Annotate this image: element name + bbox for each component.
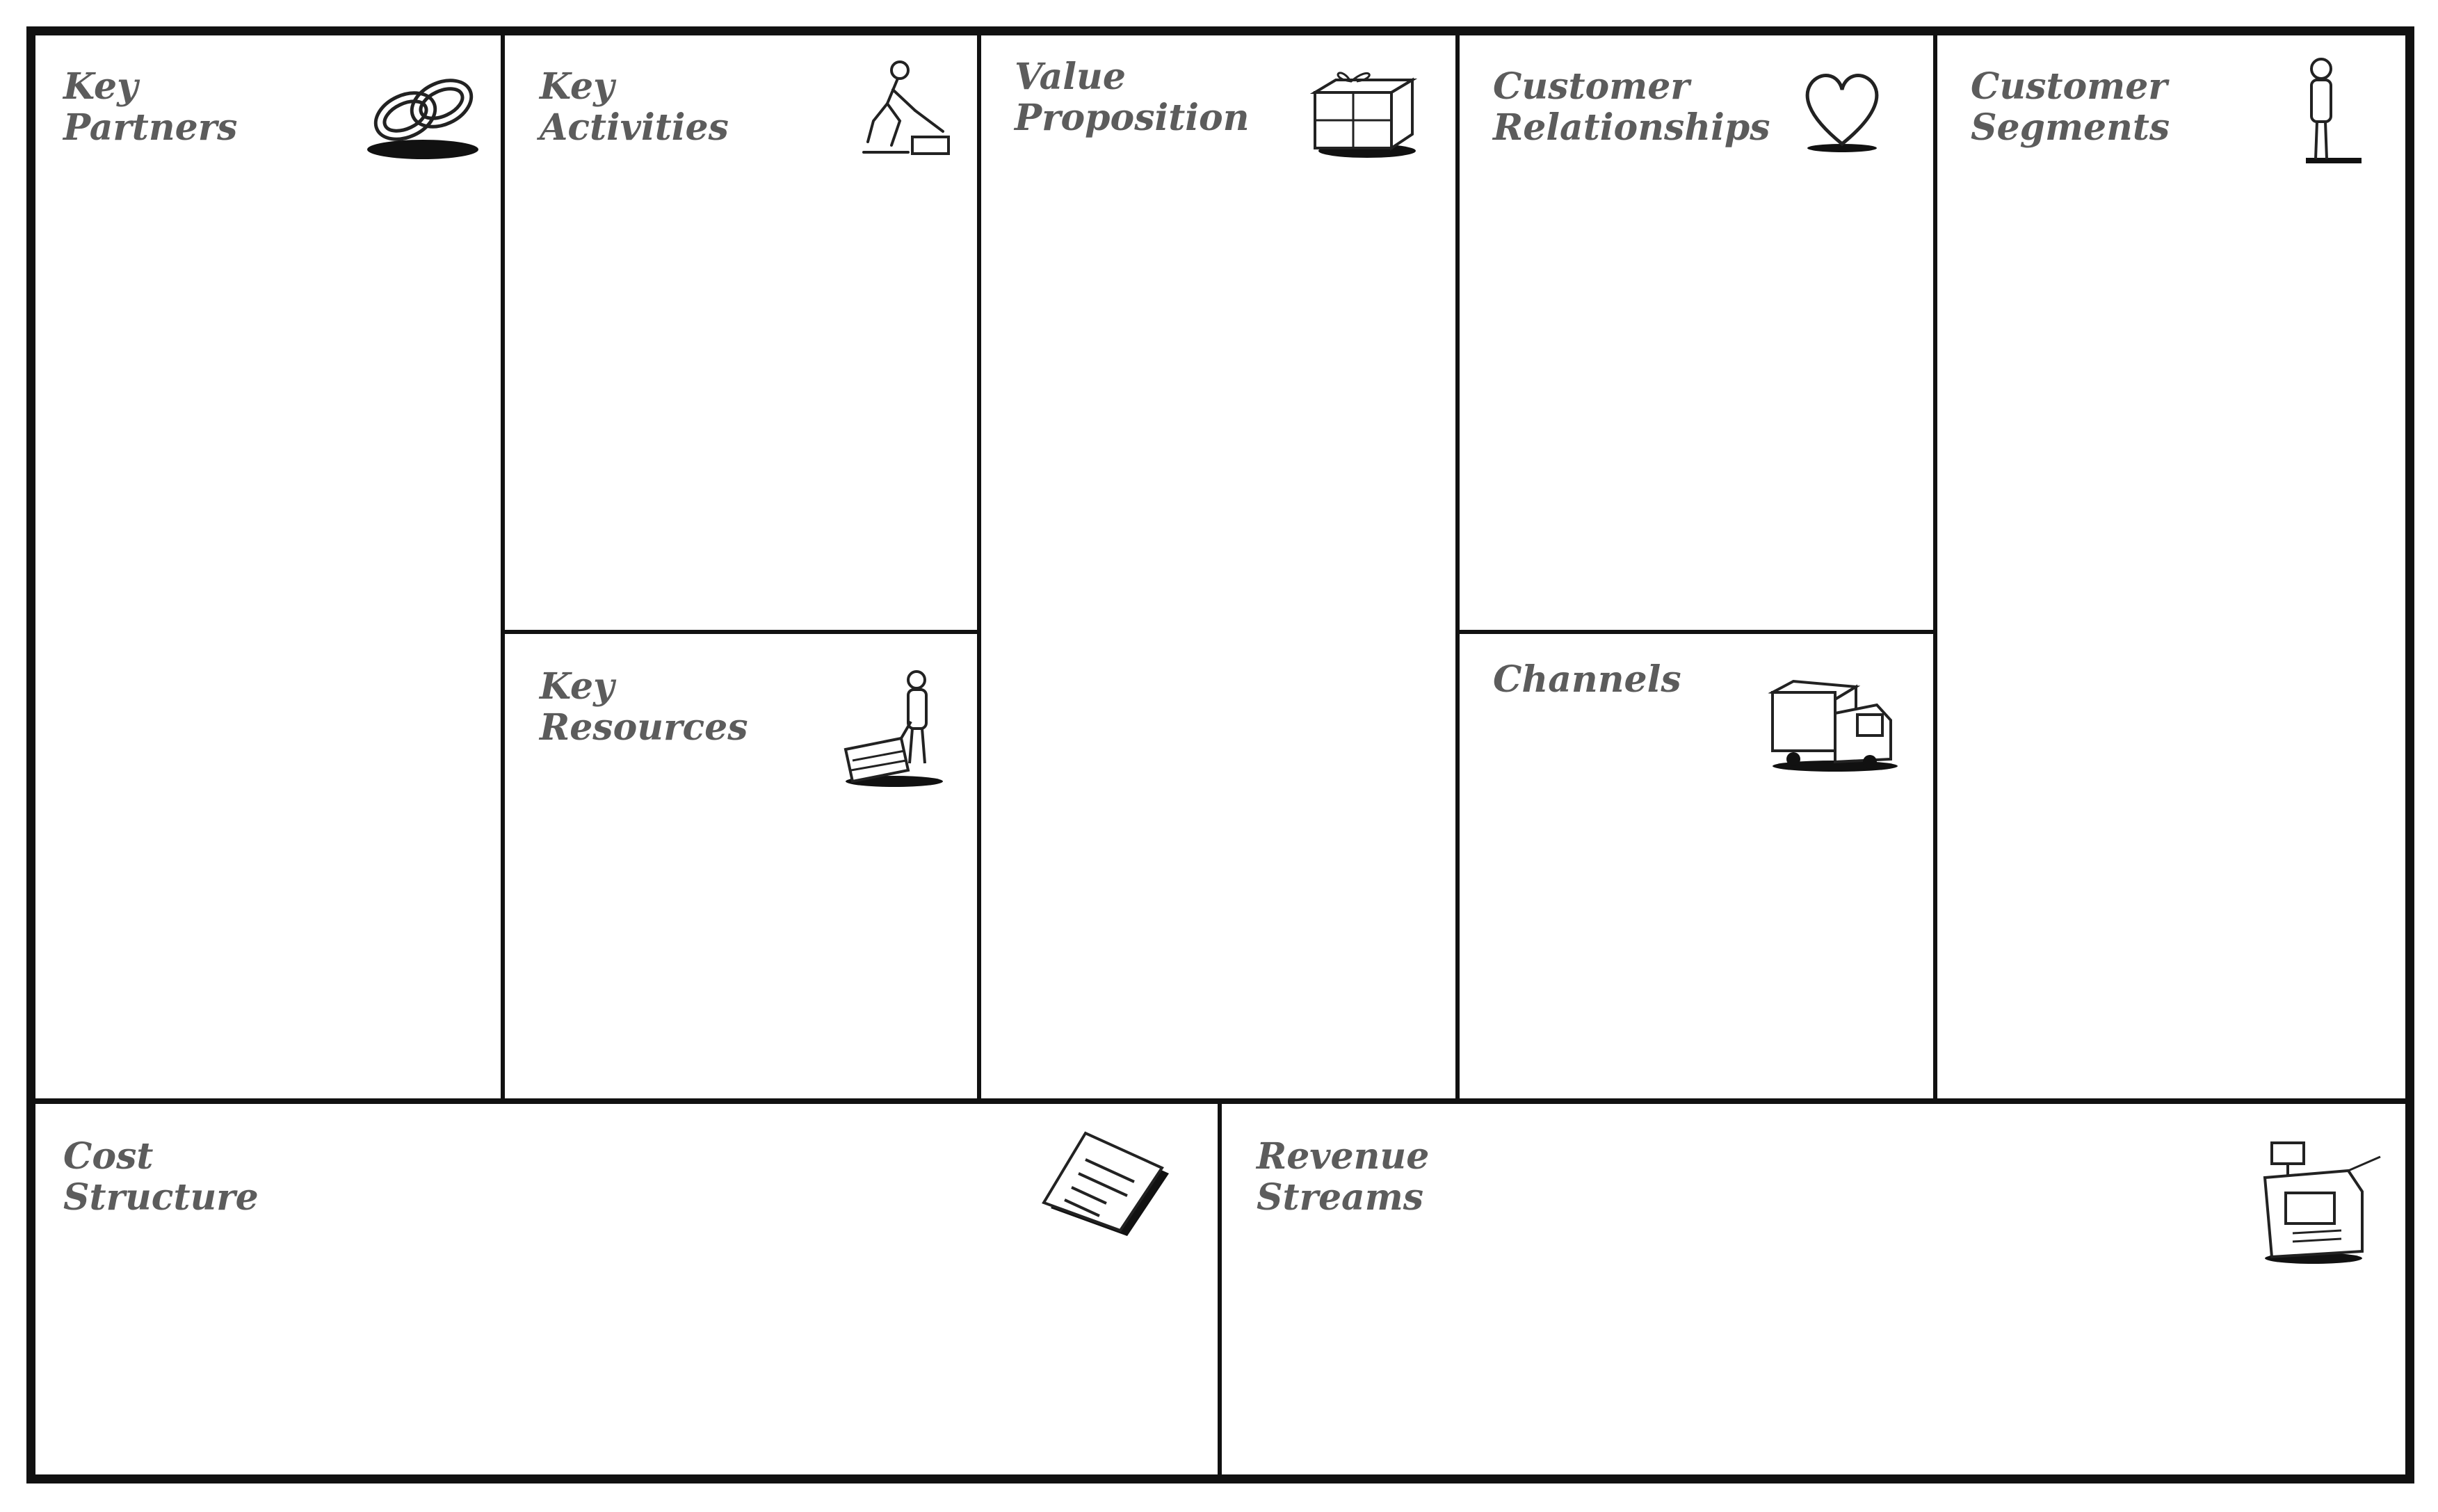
- delivery-truck-icon: [1766, 672, 1905, 776]
- divider-value-relationships: [1455, 31, 1460, 1101]
- heart-icon: [1799, 66, 1889, 156]
- customer-relationships-title: Customer Relationships: [1493, 65, 1770, 149]
- channels-block[interactable]: Channels: [1460, 634, 1933, 1098]
- chain-links-icon: [364, 60, 482, 165]
- person-working-icon: [859, 55, 957, 166]
- key-partners-block[interactable]: Key Partners: [35, 35, 501, 1098]
- key-resources-block[interactable]: Key Resources: [505, 634, 977, 1098]
- divider-relationships-segments: [1933, 31, 1937, 1101]
- customer-segments-title: Customer Segments: [1971, 65, 2170, 149]
- gift-box-icon: [1301, 65, 1419, 162]
- standing-person-icon: [2293, 54, 2370, 172]
- cash-register-icon: [2258, 1129, 2383, 1268]
- cost-structure-title: Cost Structure: [63, 1135, 259, 1219]
- channels-title: Channels: [1493, 658, 1681, 701]
- divider-partners-activities: [501, 31, 505, 1101]
- divider-activities-value: [977, 31, 981, 1101]
- value-proposition-title: Value Proposition: [1015, 56, 1250, 139]
- key-activities-block[interactable]: Key Activities: [505, 35, 977, 630]
- key-partners-title: Key Partners: [63, 65, 238, 149]
- value-proposition-block[interactable]: Value Proposition: [981, 35, 1455, 1098]
- price-tag-document-icon: [1037, 1125, 1176, 1243]
- divider-activities-resources: [503, 630, 981, 634]
- key-resources-title: Key Resources: [540, 665, 748, 749]
- customer-relationships-block[interactable]: Customer Relationships: [1460, 35, 1933, 630]
- divider-relationships-channels: [1455, 630, 1935, 634]
- canvas-frame: [26, 26, 2414, 1483]
- revenue-streams-block[interactable]: Revenue Streams: [1222, 1104, 2410, 1474]
- divider-cost-revenue: [1218, 1101, 1222, 1479]
- cost-structure-block[interactable]: Cost Structure: [35, 1104, 1218, 1474]
- customer-segments-block[interactable]: Customer Segments: [1937, 35, 2410, 1098]
- revenue-streams-title: Revenue Streams: [1257, 1135, 1430, 1219]
- key-activities-title: Key Activities: [540, 65, 729, 149]
- person-with-cart-icon: [839, 666, 950, 791]
